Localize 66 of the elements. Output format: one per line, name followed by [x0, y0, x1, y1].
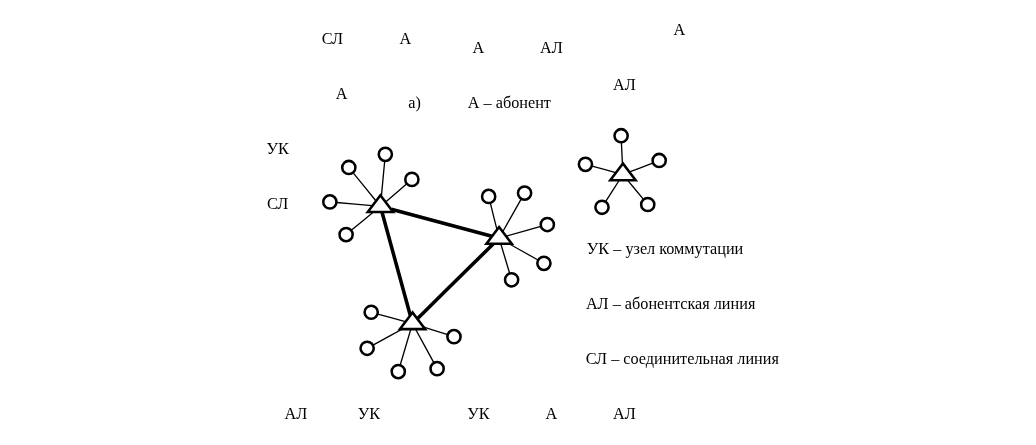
- node-circle: [377, 145, 394, 162]
- node-circle: [639, 196, 656, 212]
- node-circle: [577, 156, 594, 172]
- connector: [352, 171, 377, 202]
- label: АЛ – абонентская линия: [585, 294, 756, 313]
- node-triangle: [483, 224, 515, 245]
- node-circle: [429, 360, 445, 377]
- label: А – абонент: [467, 93, 551, 112]
- connector: [377, 312, 406, 322]
- label: АЛ: [540, 38, 563, 57]
- node-circle: [359, 339, 375, 356]
- label: УК: [266, 139, 289, 158]
- connector: [502, 197, 522, 232]
- connector: [380, 211, 412, 316]
- node-circle: [536, 254, 552, 271]
- node-circle: [338, 226, 354, 242]
- node-triangle: [365, 192, 396, 213]
- connector: [415, 328, 435, 363]
- connector: [628, 161, 654, 173]
- connector: [390, 207, 493, 238]
- label: А: [399, 29, 412, 48]
- node-circle: [613, 127, 629, 144]
- node-circle: [390, 363, 407, 379]
- connector: [380, 159, 386, 197]
- connector: [604, 179, 620, 202]
- connector: [591, 165, 617, 173]
- connector: [508, 242, 539, 261]
- node-circle: [651, 152, 668, 168]
- node-circle: [404, 171, 420, 187]
- label: а): [408, 93, 421, 112]
- node-circle: [322, 193, 338, 210]
- connector: [350, 210, 375, 231]
- label: АЛ: [284, 404, 308, 423]
- connector: [384, 182, 408, 203]
- connector: [399, 328, 412, 366]
- label: А: [335, 84, 348, 103]
- node-circle: [446, 328, 462, 344]
- label: АЛ: [613, 75, 636, 94]
- node-circle: [363, 303, 380, 320]
- label: А: [472, 38, 485, 57]
- label: А: [673, 20, 686, 39]
- label: СЛ: [266, 194, 289, 213]
- connector: [500, 242, 511, 274]
- connector: [505, 225, 542, 237]
- node-circle: [503, 271, 520, 288]
- connector: [372, 328, 403, 346]
- node-triangle: [607, 160, 639, 181]
- label: УК – узел коммутации: [586, 239, 744, 258]
- node-triangle: [397, 309, 428, 330]
- node-circle: [516, 184, 533, 201]
- node-circle: [594, 198, 610, 215]
- connector: [423, 325, 449, 335]
- label: СЛ – соединительная линия: [585, 349, 779, 368]
- node-circle: [539, 216, 556, 232]
- node-circle: [480, 188, 497, 204]
- label: АЛ: [613, 404, 636, 423]
- connector: [489, 201, 498, 230]
- label: СЛ: [321, 29, 344, 48]
- label: УК: [467, 404, 490, 423]
- label: УК: [357, 404, 381, 423]
- connector: [620, 141, 624, 165]
- connector: [335, 201, 373, 206]
- node-circle: [340, 159, 357, 175]
- label: А: [545, 404, 558, 423]
- connector: [416, 242, 495, 320]
- connector: [627, 179, 644, 200]
